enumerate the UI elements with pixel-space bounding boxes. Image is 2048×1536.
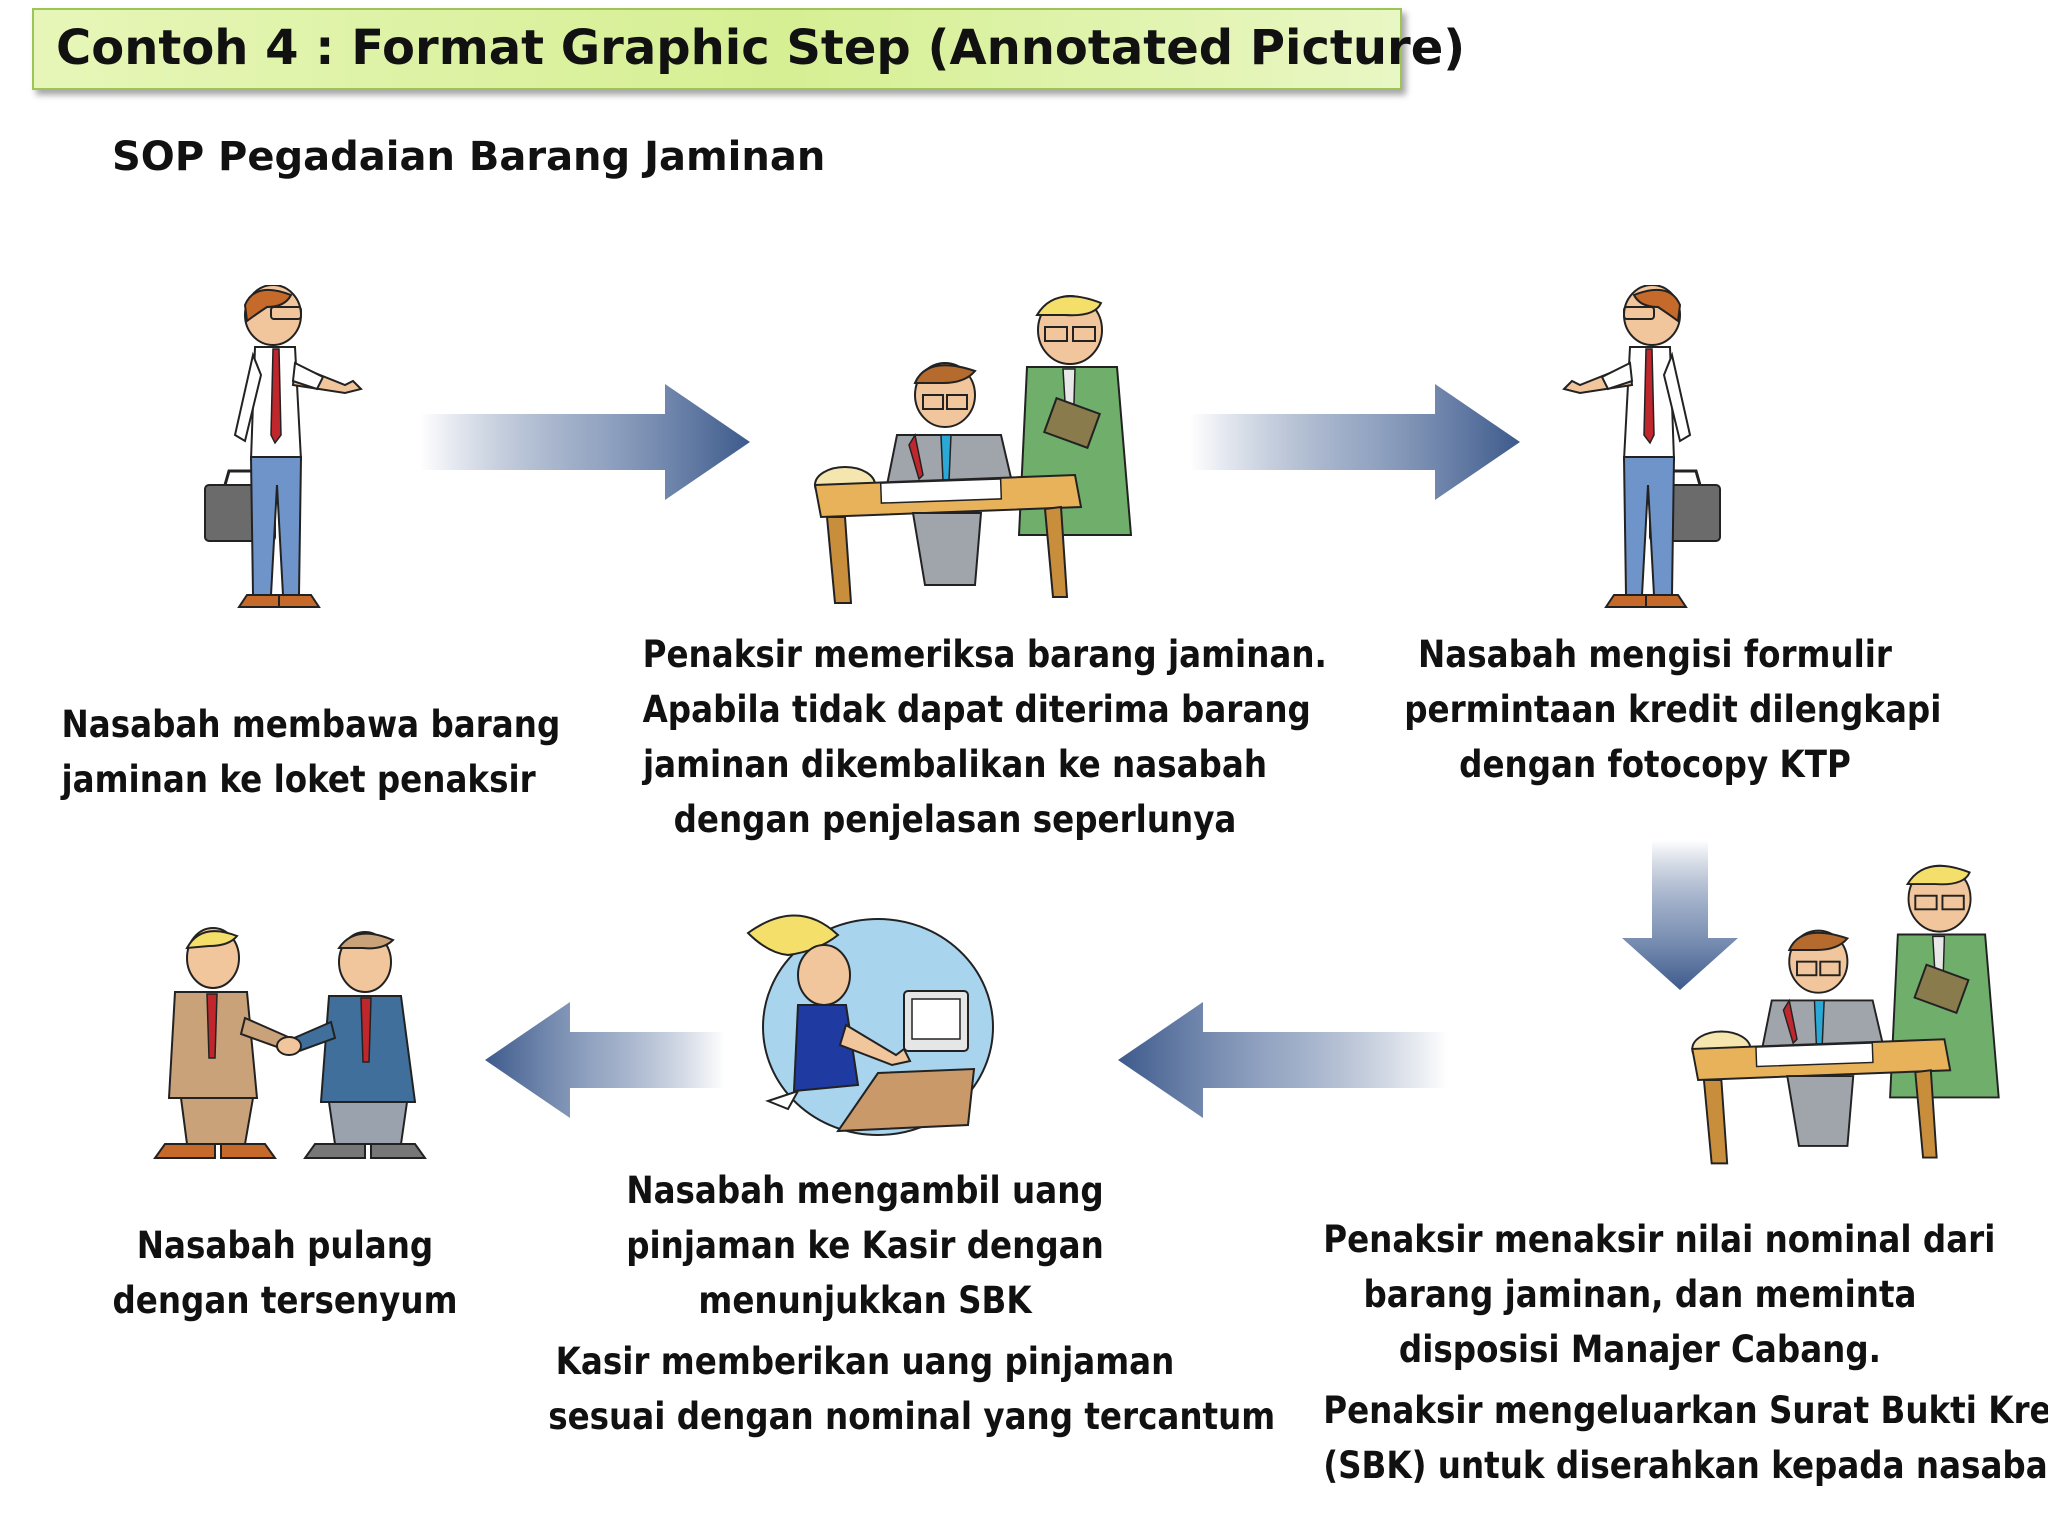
caption-line: Penaksir memeriksa barang jaminan.: [642, 633, 1327, 676]
caption-line: Nasabah mengisi formulir: [1418, 633, 1892, 676]
caption-line: (SBK) untuk diserahkan kepada nasabah: [1323, 1444, 2048, 1487]
cashier-at-computer-icon: [746, 914, 994, 1136]
caption-line: menunjukkan SBK: [698, 1279, 1032, 1322]
step-5-caption: Nasabah mengambil uang pinjaman ke Kasir…: [548, 1163, 1276, 1444]
step-2-caption: Penaksir memeriksa barang jaminan. Apabi…: [642, 627, 1327, 847]
caption-line: disposisi Manajer Cabang.: [1398, 1328, 1882, 1371]
caption-line: jaminan ke loket penaksir: [61, 758, 536, 801]
caption-line: dengan fotocopy KTP: [1459, 743, 1851, 786]
diagram-subtitle: SOP Pegadaian Barang Jaminan: [112, 134, 826, 180]
caption-line: Nasabah pulang: [136, 1224, 434, 1267]
caption-line: Penaksir menaksir nilai nominal dari: [1323, 1218, 1996, 1261]
appraiser-at-desk-icon: [1691, 864, 2000, 1165]
step-3-caption: Nasabah mengisi formulir permintaan kred…: [1404, 627, 1942, 792]
right-arrow-icon: [420, 384, 750, 500]
right-arrow-icon: [1190, 384, 1520, 500]
left-arrow-icon: [1118, 1002, 1448, 1118]
caption-line: Penaksir mengeluarkan Surat Bukti Kredit: [1323, 1389, 2048, 1432]
down-arrow-icon: [1622, 840, 1738, 990]
title-banner: Contoh 4 : Format Graphic Step (Annotate…: [32, 8, 1465, 90]
caption-line: dengan penjelasan seperlunya: [673, 798, 1237, 841]
caption-line: jaminan dikembalikan ke nasabah: [642, 743, 1268, 786]
caption-line: dengan tersenyum: [112, 1279, 458, 1322]
caption-line: Kasir memberikan uang pinjaman: [555, 1340, 1175, 1383]
page-title: Contoh 4 : Format Graphic Step (Annotate…: [56, 20, 1466, 76]
caption-line: sesuai dengan nominal yang tercantum: [548, 1395, 1276, 1438]
caption-line: Apabila tidak dapat diterima barang: [642, 688, 1311, 731]
step-4-caption: Penaksir menaksir nilai nominal dari bar…: [1323, 1212, 2048, 1493]
appraiser-at-desk-icon: [813, 295, 1133, 604]
caption-line: barang jaminan, dan meminta: [1363, 1273, 1917, 1316]
left-arrow-icon: [485, 1002, 725, 1118]
caption-line: Nasabah membawa barang: [61, 703, 561, 746]
step-1-caption: Nasabah membawa barang jaminan ke loket …: [61, 697, 561, 807]
caption-line: Nasabah mengambil uang: [626, 1169, 1104, 1212]
caption-line: pinjaman ke Kasir dengan: [626, 1224, 1104, 1267]
customer-with-briefcase-icon: [1562, 285, 1721, 608]
step-6-caption: Nasabah pulang dengan tersenyum: [105, 1218, 466, 1328]
caption-line: permintaan kredit dilengkapi: [1404, 688, 1942, 731]
customer-with-briefcase-icon: [204, 285, 363, 608]
handshake-icon: [153, 927, 427, 1159]
